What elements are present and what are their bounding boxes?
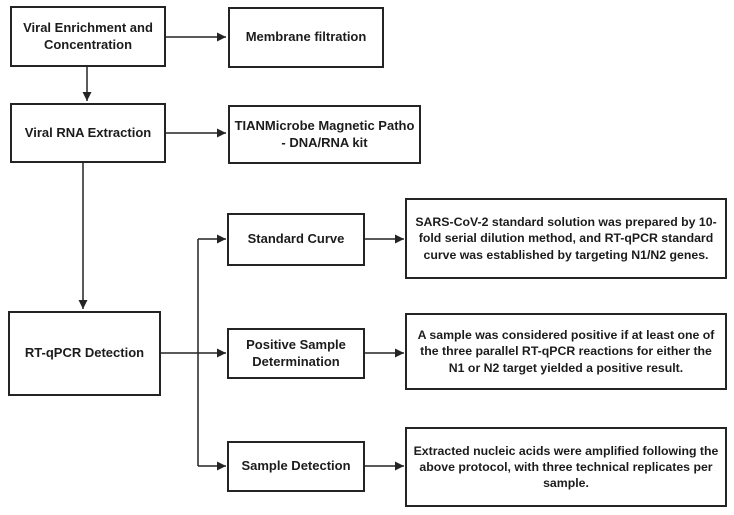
node-standard-curve: Standard Curve	[227, 213, 365, 266]
node-tianmicrobe-magnetic-patho-kit: TIANMicrobe Magnetic Patho - DNA/RNA kit	[228, 105, 421, 164]
node-sample-detection: Sample Detection	[227, 441, 365, 492]
description-positive-sample-determination: A sample was considered positive if at l…	[405, 313, 727, 390]
node-viral-rna-extraction: Viral RNA Extraction	[10, 103, 166, 163]
node-positive-sample-determination: Positive Sample Determination	[227, 328, 365, 379]
description-standard-curve: SARS-CoV-2 standard solution was prepare…	[405, 198, 727, 279]
node-viral-enrichment-and-concentration: Viral Enrichment and Concentration	[10, 6, 166, 67]
node-membrane-filtration: Membrane filtration	[228, 7, 384, 68]
description-sample-detection: Extracted nucleic acids were amplified f…	[405, 427, 727, 507]
node-rt-qpcr-detection: RT-qPCR Detection	[8, 311, 161, 396]
